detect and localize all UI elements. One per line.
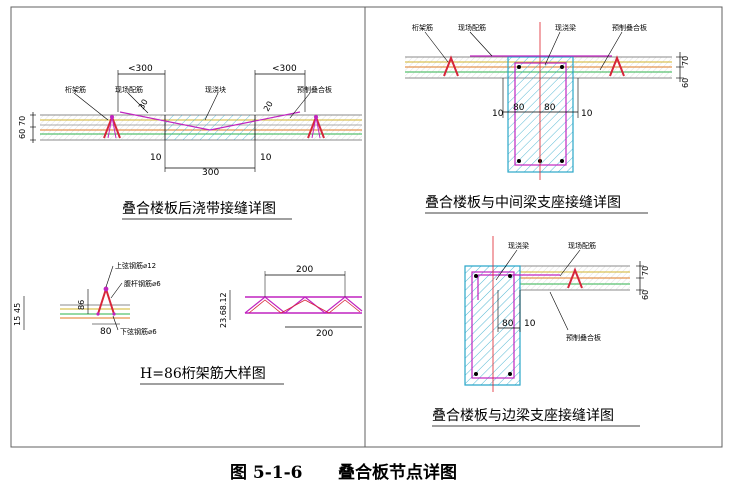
cast-in-place-strip xyxy=(165,115,255,140)
label-site-rebar: 现场配筋 xyxy=(115,85,143,94)
dim-70: 70 xyxy=(681,56,690,66)
dim-gap-10: 10 xyxy=(524,319,536,329)
dim-60: 60 xyxy=(641,290,650,300)
truss-symbol xyxy=(567,267,583,289)
dim-30: 30 xyxy=(137,98,150,111)
edge-cast-beam xyxy=(464,265,521,386)
dim-15: 15 xyxy=(13,316,22,326)
dim-60: 60 xyxy=(681,78,690,88)
label-cast-in-place: 现浇块 xyxy=(205,85,226,94)
lap-bar-right xyxy=(209,111,301,131)
truss-cross-section xyxy=(60,285,130,319)
dim-20: 20 xyxy=(262,100,275,113)
lap-bar-left xyxy=(119,111,211,131)
dim-bear-right: 80 xyxy=(544,103,556,113)
title-post-cast-joint: 叠合楼板后浇带接缝详图 xyxy=(122,200,276,217)
dim-gap-left: 10 xyxy=(150,153,162,163)
edge-rebar-dots xyxy=(474,274,512,376)
panel-edge-beam-joint: 现浇梁 现场配筋 预制叠合板 70 60 80 10 叠合楼板与边梁支座接缝详图 xyxy=(432,236,650,427)
label-precast-slab: 预制叠合板 xyxy=(612,23,647,32)
dim-left-10: 10 xyxy=(492,109,504,119)
title-middle-beam-joint: 叠合楼板与中间梁支座接缝详图 xyxy=(425,194,621,211)
dim-86: 86 xyxy=(77,300,86,310)
figure-caption: 叠合板节点详图 xyxy=(338,462,457,483)
label-cast-beam: 现浇梁 xyxy=(508,241,529,250)
dim-span-bottom: 200 xyxy=(316,329,333,339)
dim-max-left: <300 xyxy=(128,64,153,74)
dim-bear-80: 80 xyxy=(502,319,514,329)
truss-elevation xyxy=(244,296,363,314)
middle-cast-beam xyxy=(507,56,574,173)
slab-layers xyxy=(40,114,362,141)
label-precast-slab: 预制叠合板 xyxy=(566,333,601,342)
dim-60: 60 xyxy=(18,129,27,139)
label-truss-rebar: 桁架筋 xyxy=(412,23,433,32)
label-web-bar: 腹杆钢筋⌀6 xyxy=(124,279,161,288)
truss-symbol-left xyxy=(103,114,121,139)
title-edge-beam-joint: 叠合楼板与边梁支座接缝详图 xyxy=(432,407,614,424)
label-truss-rebar: 桁架筋 xyxy=(65,85,86,94)
title-truss-detail: H=86桁架筋大样图 xyxy=(140,365,266,382)
dim-70: 70 xyxy=(641,266,650,276)
label-precast-slab: 预制叠合板 xyxy=(297,85,332,94)
truss-symbol-right xyxy=(307,114,325,139)
drawing-frame xyxy=(10,6,723,448)
truss-symbol-left xyxy=(443,55,459,77)
beam-rebar-dots xyxy=(517,65,564,163)
dim-70: 70 xyxy=(18,116,27,126)
label-top-chord: 上弦钢筋⌀12 xyxy=(115,261,156,270)
edge-anchor-bar xyxy=(477,274,560,300)
dim-bear-left: 80 xyxy=(513,103,525,113)
label-site-rebar: 现场配筋 xyxy=(568,241,596,250)
dim-45: 45 xyxy=(13,303,22,313)
figure-number: 图 5-1-6 xyxy=(230,463,303,483)
dim-gap-right: 10 xyxy=(260,153,272,163)
dim-width-300: 300 xyxy=(202,168,219,178)
dim-right-10: 10 xyxy=(581,109,593,119)
label-cast-beam: 现浇梁 xyxy=(555,23,576,32)
dim-80: 80 xyxy=(100,327,112,337)
label-bottom-chord: 下弦钢筋⌀6 xyxy=(120,327,157,336)
dim-stack: 23.68.12 xyxy=(219,292,228,328)
panel-middle-beam-joint: 桁架筋 现场配筋 现浇梁 预制叠合板 70 60 10 80 80 10 叠合楼… xyxy=(405,22,690,214)
truss-symbol-right xyxy=(609,55,625,77)
panel-post-cast-joint: <300 <300 30 20 桁架筋 现场配筋 现浇块 预制叠合板 60 70… xyxy=(18,64,362,220)
label-site-rebar: 现场配筋 xyxy=(458,23,486,32)
slab-layers-edge xyxy=(520,265,630,291)
dim-span-top: 200 xyxy=(296,265,313,275)
panel-truss-detail: 上弦钢筋⌀12 腹杆钢筋⌀6 下弦钢筋⌀6 86 15 45 80 200 20… xyxy=(13,261,363,385)
dim-max-right: <300 xyxy=(272,64,297,74)
beam-stirrup xyxy=(514,62,567,166)
